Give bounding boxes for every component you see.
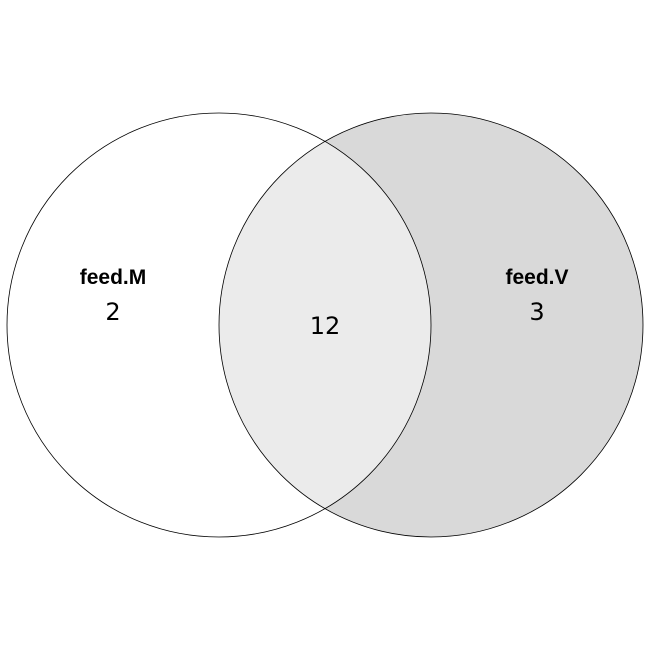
count-intersection: 12 (310, 312, 341, 340)
set-label-feed-m: feed.M (80, 266, 147, 289)
set-outline-feed-v (218, 112, 644, 538)
count-feed-m-only: 2 (105, 298, 120, 326)
set-label-feed-v: feed.V (505, 266, 568, 289)
intersection-region (219, 113, 431, 537)
count-feed-v-only: 3 (529, 298, 544, 326)
set-outline-feed-m (6, 112, 432, 538)
